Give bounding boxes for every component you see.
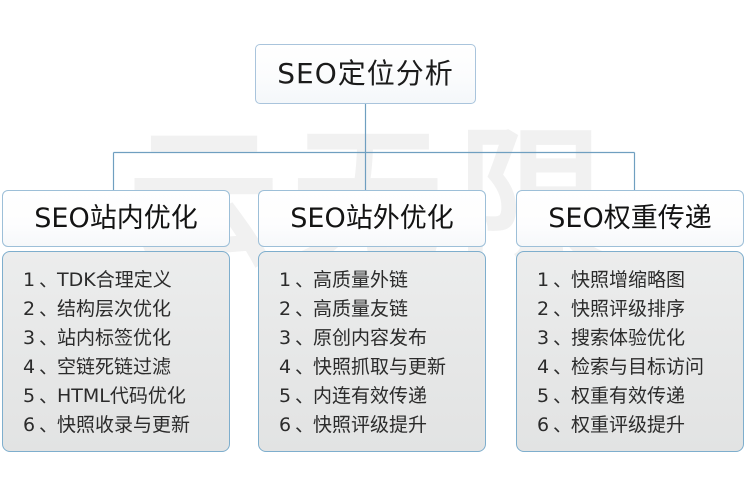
- branch-header-label: SEO权重传递: [548, 203, 712, 234]
- list-item: 6 、 快照收录与更新: [3, 411, 229, 440]
- branch-header-offsite[interactable]: SEO站外优化: [258, 190, 486, 247]
- list-item-separator: 、: [553, 298, 573, 320]
- list-item-label: 快照评级排序: [571, 298, 686, 320]
- list-item-number: 5: [23, 385, 36, 407]
- list-item-label: 高质量外链: [313, 269, 409, 291]
- branch-body-weight: 1 、 快照增缩略图 2 、 快照评级排序 3 、 搜索体验优化 4 、: [516, 251, 744, 452]
- list-item-number: 4: [537, 356, 550, 378]
- branch-header-label: SEO站外优化: [290, 203, 454, 234]
- list-item-number: 2: [537, 298, 550, 320]
- branch-body-onsite: 1 、 TDK合理定义 2 、 结构层次优化 3 、 站内标签优化 4 、: [2, 251, 230, 452]
- branch-header-onsite[interactable]: SEO站内优化: [2, 190, 230, 247]
- list-item: 1 、 高质量外链: [259, 266, 485, 295]
- list-item: 4 、 空链死链过滤: [3, 353, 229, 382]
- list-item-label: 搜索体验优化: [571, 327, 686, 349]
- branch-column-onsite: SEO站内优化 1 、 TDK合理定义 2 、 结构层次优化 3 、 站内标签优…: [2, 190, 230, 452]
- list-item-label: 空链死链过滤: [57, 356, 172, 378]
- list-item-separator: 、: [295, 327, 315, 349]
- list-item: 4 、 快照抓取与更新: [259, 353, 485, 382]
- list-item-separator: 、: [39, 269, 59, 291]
- list-item-label: 结构层次优化: [57, 298, 172, 320]
- list-item-separator: 、: [295, 269, 315, 291]
- list-item-label: TDK合理定义: [57, 269, 172, 291]
- list-item-number: 6: [279, 414, 292, 436]
- list-item-number: 1: [279, 269, 292, 291]
- list-item-separator: 、: [39, 327, 59, 349]
- list-item: 3 、 原创内容发布: [259, 324, 485, 353]
- list-item-number: 4: [279, 356, 292, 378]
- list-item-number: 1: [23, 269, 36, 291]
- list-item-number: 3: [537, 327, 550, 349]
- list-item-label: 内连有效传递: [313, 385, 428, 407]
- list-item-separator: 、: [295, 414, 315, 436]
- list-item-label: 快照收录与更新: [57, 414, 191, 436]
- branch-body-offsite: 1 、 高质量外链 2 、 高质量友链 3 、 原创内容发布 4 、 快: [258, 251, 486, 452]
- list-item-label: 快照抓取与更新: [313, 356, 447, 378]
- list-item: 3 、 站内标签优化: [3, 324, 229, 353]
- list-item-label: 检索与目标访问: [571, 356, 705, 378]
- list-item: 2 、 结构层次优化: [3, 295, 229, 324]
- list-item-number: 4: [23, 356, 36, 378]
- list-item: 2 、 高质量友链: [259, 295, 485, 324]
- list-item: 3 、 搜索体验优化: [517, 324, 743, 353]
- branch-columns: SEO站内优化 1 、 TDK合理定义 2 、 结构层次优化 3 、 站内标签优…: [0, 190, 749, 452]
- list-item-separator: 、: [295, 356, 315, 378]
- list-item-label: 原创内容发布: [313, 327, 428, 349]
- list-item-number: 3: [279, 327, 292, 349]
- list-item: 1 、 快照增缩略图: [517, 266, 743, 295]
- list-item: 1 、 TDK合理定义: [3, 266, 229, 295]
- list-item-label: 站内标签优化: [57, 327, 172, 349]
- list-item-separator: 、: [39, 414, 59, 436]
- list-item: 6 、 快照评级提升: [259, 411, 485, 440]
- list-item-separator: 、: [295, 298, 315, 320]
- list-item-number: 5: [279, 385, 292, 407]
- list-item-separator: 、: [39, 298, 59, 320]
- list-item-number: 6: [537, 414, 550, 436]
- branch-column-offsite: SEO站外优化 1 、 高质量外链 2 、 高质量友链 3 、 原创内容发布: [258, 190, 486, 452]
- list-item-separator: 、: [553, 327, 573, 349]
- branch-header-weight[interactable]: SEO权重传递: [516, 190, 744, 247]
- root-node-seo-analysis[interactable]: SEO定位分析: [255, 44, 476, 104]
- list-item-number: 5: [537, 385, 550, 407]
- list-item-separator: 、: [39, 356, 59, 378]
- list-item-label: 权重评级提升: [571, 414, 686, 436]
- list-item-number: 2: [279, 298, 292, 320]
- list-item-separator: 、: [553, 269, 573, 291]
- list-item-number: 2: [23, 298, 36, 320]
- list-item-separator: 、: [553, 414, 573, 436]
- list-item: 2 、 快照评级排序: [517, 295, 743, 324]
- list-item-separator: 、: [295, 385, 315, 407]
- root-node-label: SEO定位分析: [277, 57, 454, 90]
- list-item-number: 3: [23, 327, 36, 349]
- branch-column-weight: SEO权重传递 1 、 快照增缩略图 2 、 快照评级排序 3 、 搜索体验优化: [516, 190, 744, 452]
- list-item-label: 高质量友链: [313, 298, 409, 320]
- list-item-number: 6: [23, 414, 36, 436]
- list-item-separator: 、: [39, 385, 59, 407]
- list-item-label: 快照增缩略图: [571, 269, 686, 291]
- list-item-label: HTML代码优化: [57, 385, 186, 407]
- list-item-separator: 、: [553, 356, 573, 378]
- list-item: 5 、 权重有效传递: [517, 382, 743, 411]
- list-item: 6 、 权重评级提升: [517, 411, 743, 440]
- list-item: 4 、 检索与目标访问: [517, 353, 743, 382]
- list-item-label: 快照评级提升: [313, 414, 428, 436]
- branch-header-label: SEO站内优化: [34, 203, 198, 234]
- list-item: 5 、 HTML代码优化: [3, 382, 229, 411]
- list-item-number: 1: [537, 269, 550, 291]
- list-item-label: 权重有效传递: [571, 385, 686, 407]
- list-item-separator: 、: [553, 385, 573, 407]
- list-item: 5 、 内连有效传递: [259, 382, 485, 411]
